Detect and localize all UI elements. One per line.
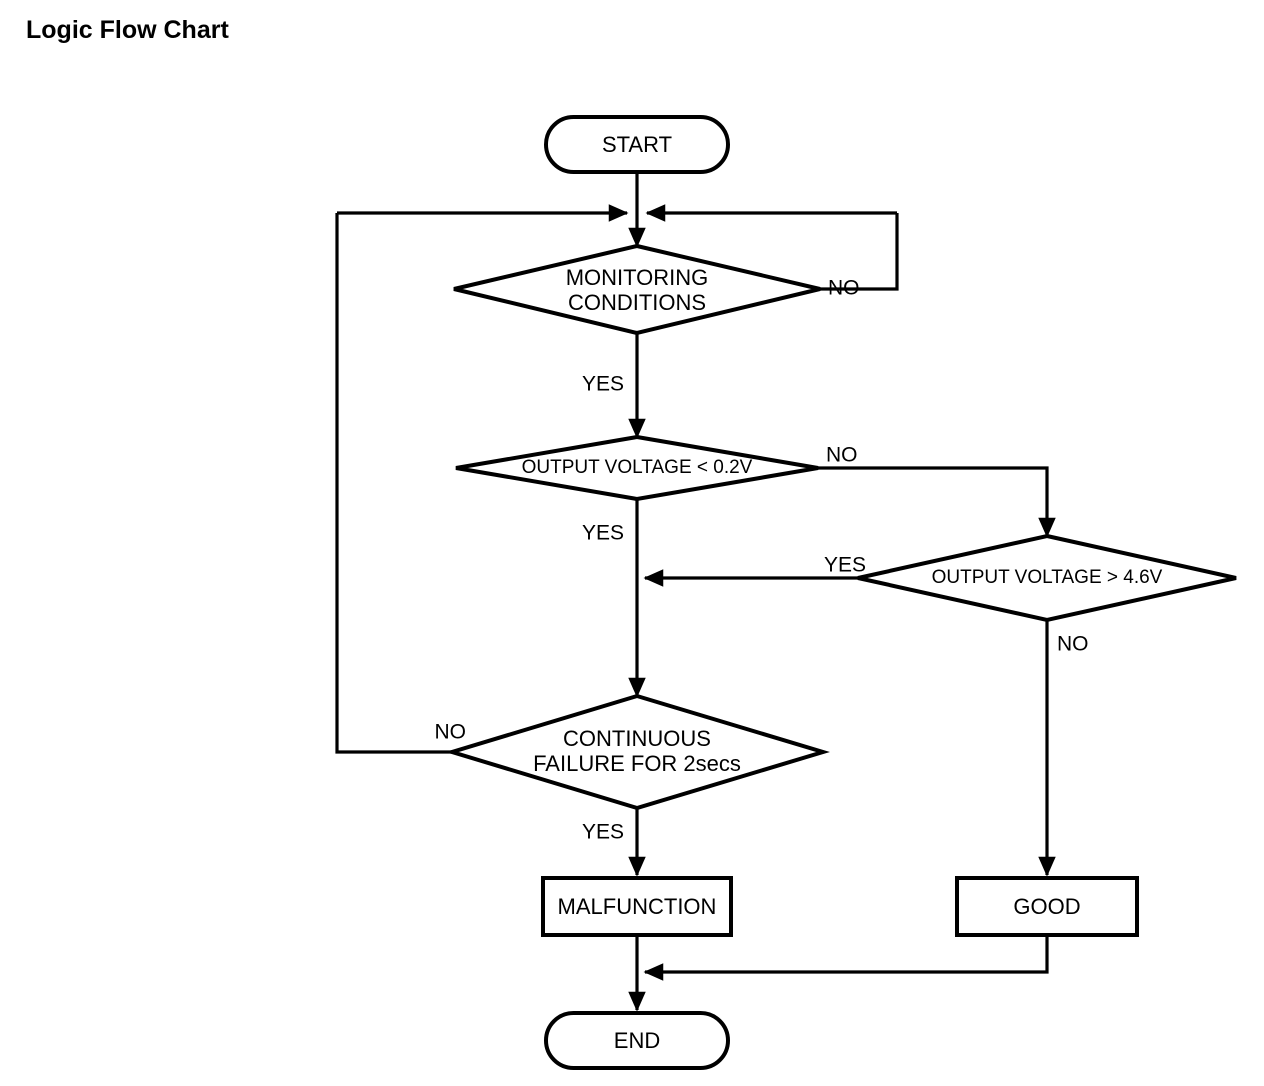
start-terminator-shape (544, 115, 730, 174)
end-label: END (614, 1028, 660, 1053)
edge-label-voltlow-yes: YES (582, 522, 624, 545)
node-output-voltage-low[interactable]: OUTPUT VOLTAGE < 0.2V (455, 434, 819, 502)
edge-voltlow-no (818, 466, 1056, 538)
monitoring-label-line1: MONITORING (566, 265, 709, 290)
volthigh-decision-shape (857, 533, 1237, 623)
edge-label-contfailure-yes: YES (582, 821, 624, 844)
connectors (335, 172, 1056, 1012)
node-end[interactable]: END (544, 1011, 730, 1070)
malfunction-box-shape (541, 876, 733, 937)
monitoring-decision-shape (453, 243, 821, 336)
malfunction-label: MALFUNCTION (558, 894, 717, 919)
node-continuous-failure[interactable]: CONTINUOUS FAILURE FOR 2secs (445, 693, 830, 811)
contfailure-label-line1: CONTINUOUS (563, 726, 711, 751)
edge-label-volthigh-yes: YES (824, 554, 866, 577)
contfailure-label-line2: FAILURE FOR 2secs (533, 751, 741, 776)
voltlow-decision-shape (455, 434, 819, 502)
node-good[interactable]: GOOD (955, 876, 1139, 937)
good-label: GOOD (1013, 894, 1080, 919)
contfailure-decision-shape (445, 693, 830, 811)
volthigh-label: OUTPUT VOLTAGE > 4.6V (932, 567, 1163, 588)
end-terminator-shape (544, 1011, 730, 1070)
start-label: START (602, 132, 672, 157)
voltlow-label: OUTPUT VOLTAGE < 0.2V (522, 457, 753, 478)
edge-label-monitoring-yes: YES (582, 373, 624, 396)
node-output-voltage-high[interactable]: OUTPUT VOLTAGE > 4.6V (857, 533, 1237, 623)
monitoring-label-line2: CONDITIONS (568, 290, 706, 315)
node-monitoring-conditions[interactable]: MONITORING CONDITIONS (453, 243, 821, 336)
page-title: Logic Flow Chart (26, 16, 229, 44)
node-start[interactable]: START (544, 115, 730, 174)
edge-contfailure-no (335, 213, 455, 754)
good-box-shape (955, 876, 1139, 937)
edge-label-contfailure-no: NO (435, 721, 467, 744)
edge-monitoring-no (820, 213, 899, 291)
node-malfunction[interactable]: MALFUNCTION (541, 876, 733, 937)
edge-label-voltlow-no: NO (826, 444, 858, 467)
edge-label-volthigh-no: NO (1057, 633, 1089, 656)
edge-good-to-end (643, 935, 1049, 981)
edge-label-monitoring-no: NO (828, 277, 860, 300)
edge-labels: NO YES NO YES YES NO NO YES (435, 277, 1089, 844)
